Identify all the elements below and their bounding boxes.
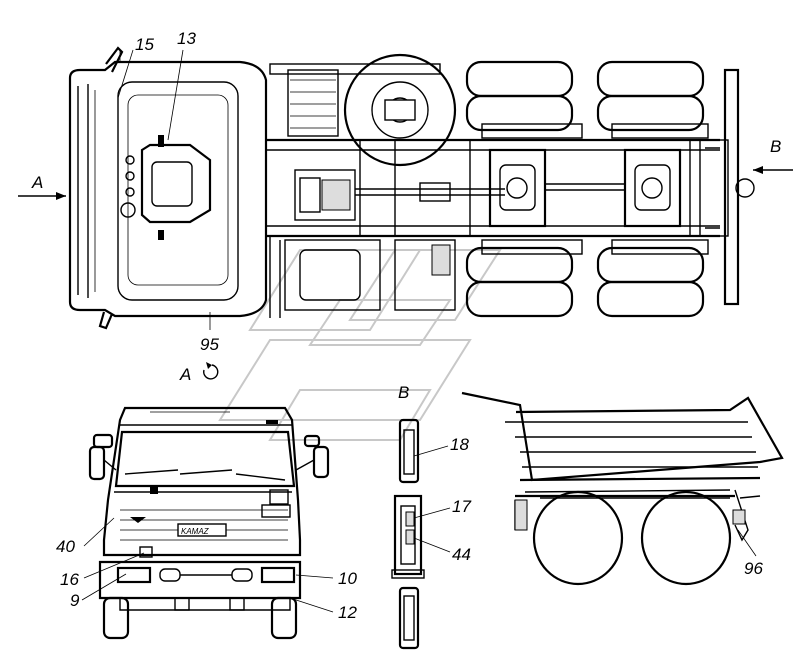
label-10: 10 [338,569,357,588]
view-b [391,418,425,650]
kamaz-badge: KAMAZ [181,527,210,536]
label-13: 13 [177,29,196,48]
leader-10 [295,574,334,579]
leader-16 [83,552,145,579]
rear-axle-2 [611,123,709,255]
wheels-top [465,60,705,318]
label-15: 15 [135,35,154,54]
leader-15 [117,49,134,99]
label-44: 44 [452,545,471,564]
leader-40 [83,517,115,547]
leader-13 [167,49,184,141]
arrow-b-indicator: B [753,137,793,174]
dump-body-side [461,391,784,586]
label-12: 12 [338,603,357,622]
arrow-a-label: A [31,173,43,192]
label-95: 95 [200,335,219,354]
label-9: 9 [70,591,80,610]
leader-17 [413,507,451,519]
leader-44 [413,537,451,553]
label-18: 18 [450,435,469,454]
leader-96 [737,529,757,557]
view-b-label: B [398,383,409,402]
view-a-title: A [179,362,219,384]
top-view [68,46,755,330]
arrow-b-label: B [770,137,781,156]
label-17: 17 [452,497,471,516]
front-view: KAMAZ [88,406,330,640]
leader-12 [289,597,334,613]
view-a-label: A [179,365,191,384]
label-40: 40 [56,537,75,556]
leader-18 [413,445,449,457]
label-96: 96 [744,559,763,578]
arrow-a-indicator: A [18,173,66,200]
leader-9 [81,573,127,601]
watermark-logo [218,249,502,441]
label-16: 16 [60,570,79,589]
